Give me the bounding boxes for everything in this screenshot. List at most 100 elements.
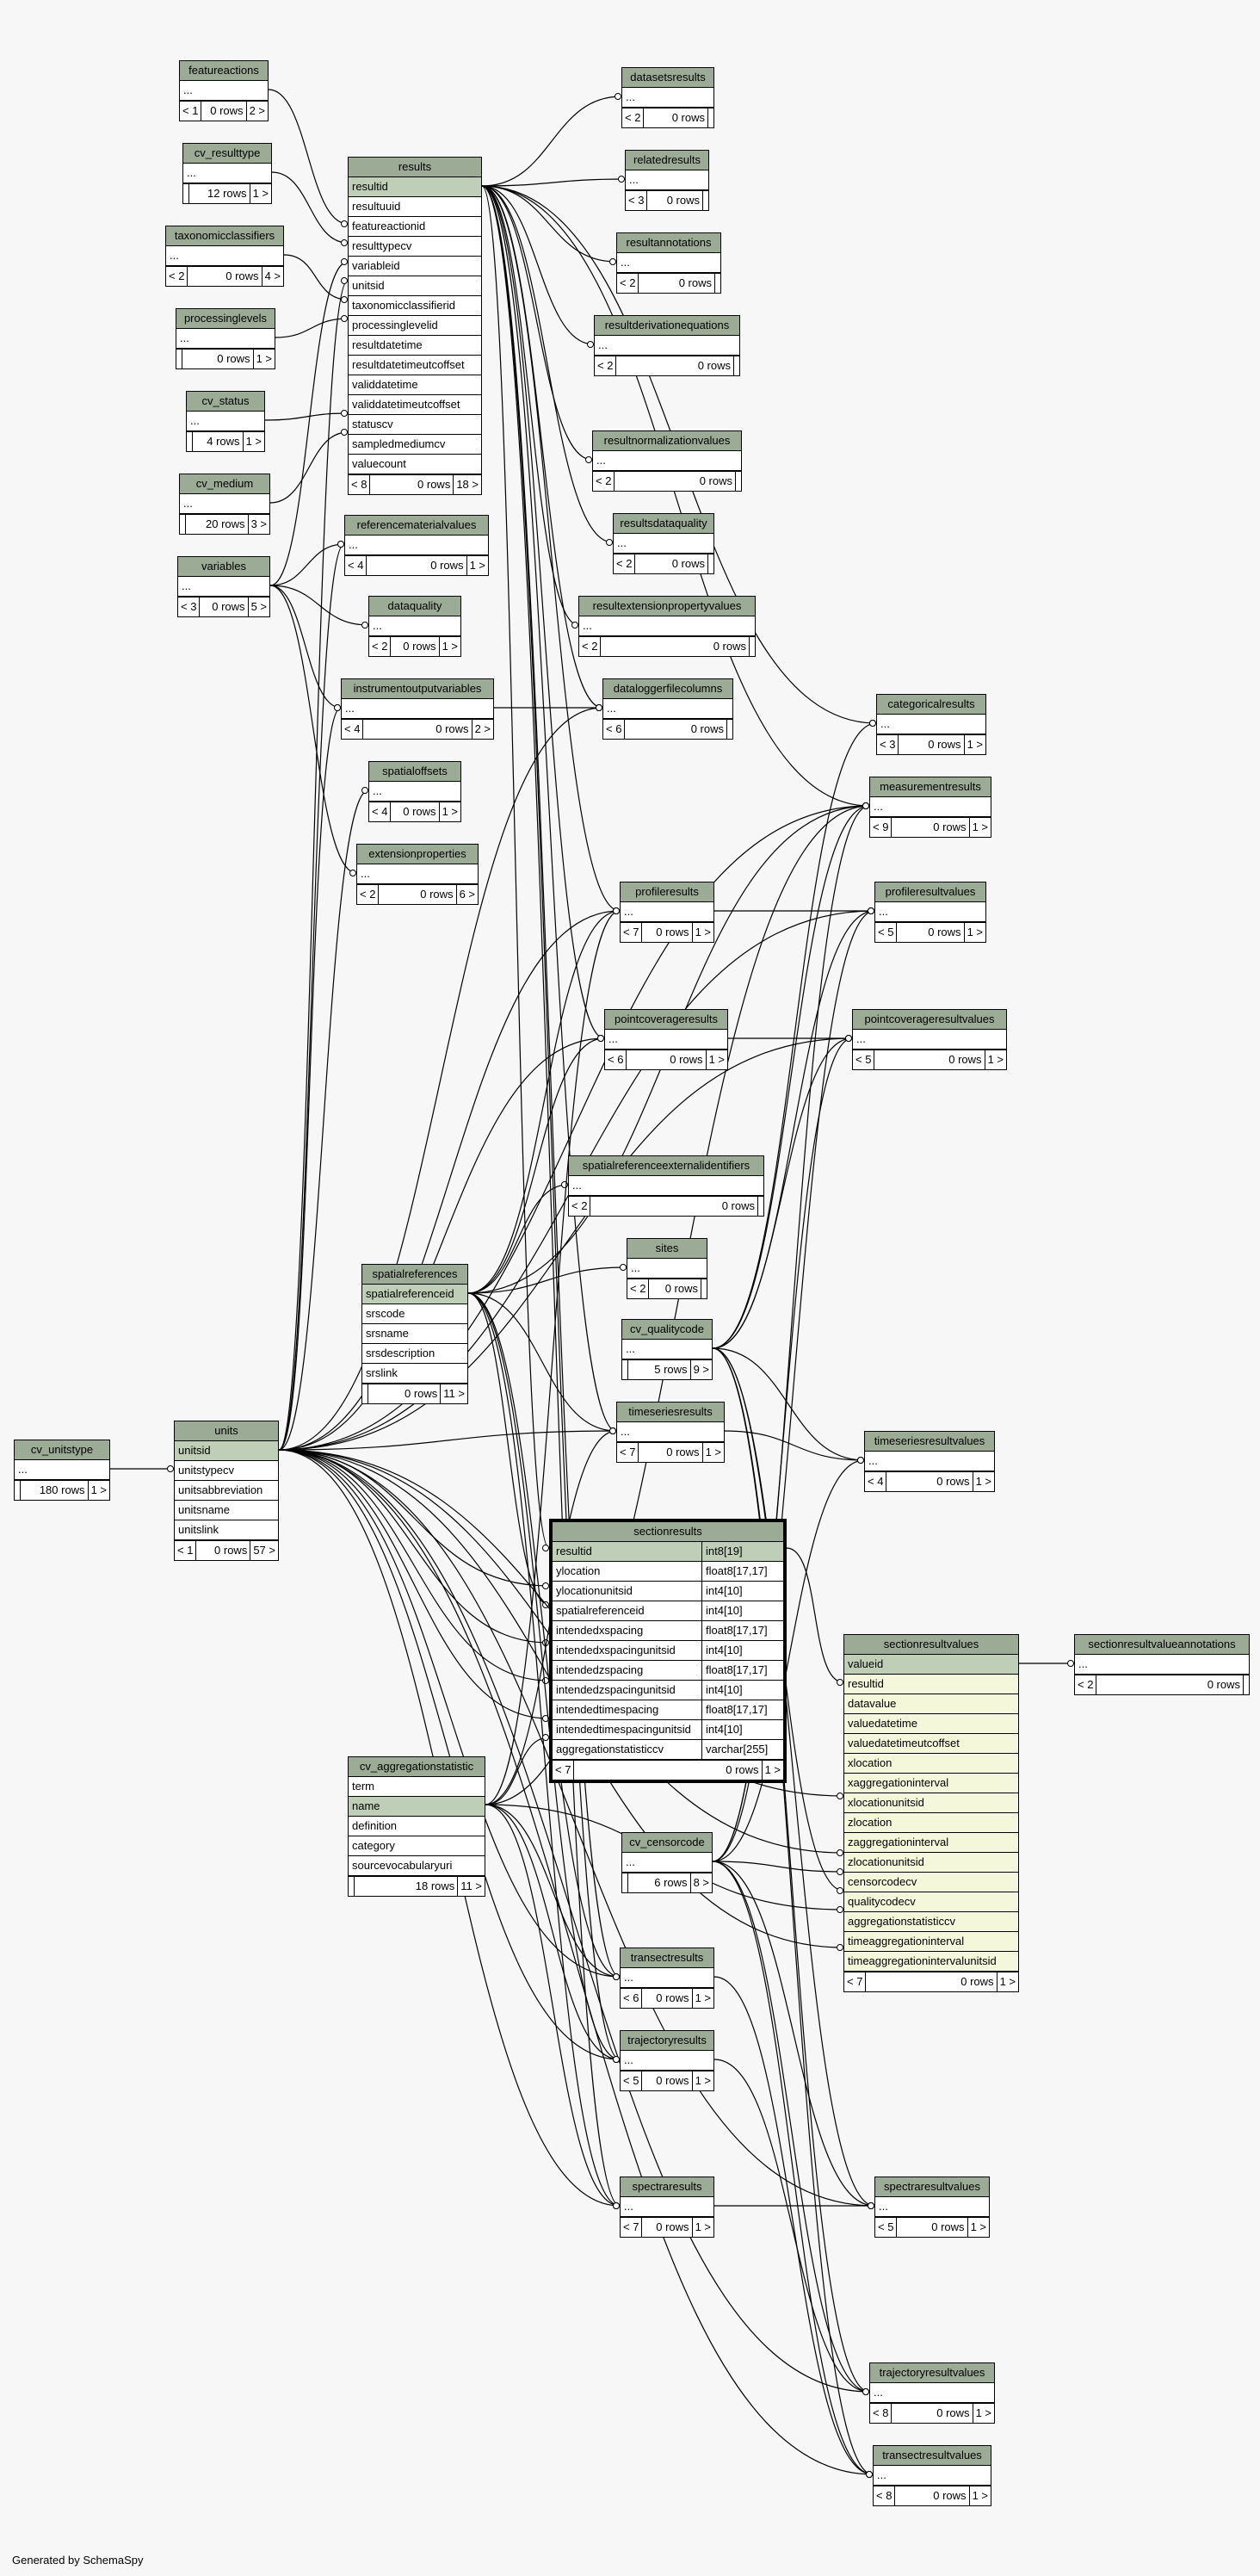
footer-parents[interactable]: < 2: [622, 108, 645, 127]
footer-parents[interactable]: [349, 1877, 355, 1896]
table-title[interactable]: cv_medium: [180, 474, 269, 494]
footer-children[interactable]: [750, 637, 755, 656]
column-row[interactable]: ...: [342, 699, 493, 719]
table-title[interactable]: units: [175, 1421, 278, 1441]
column-row[interactable]: zlocation: [844, 1813, 1018, 1833]
column-row[interactable]: ...: [870, 2383, 994, 2403]
footer-children[interactable]: 1 >: [975, 2406, 991, 2419]
column-row[interactable]: ...: [875, 902, 985, 922]
column-row[interactable]: srslink: [362, 1364, 467, 1384]
footer-parents[interactable]: < 9: [870, 818, 892, 837]
column-row[interactable]: ...: [621, 902, 713, 922]
table-title[interactable]: resultannotations: [617, 233, 720, 253]
table-title[interactable]: pointcoverageresultvalues: [853, 1010, 1006, 1030]
footer-parents[interactable]: [176, 350, 182, 368]
table-title[interactable]: spatialoffsets: [369, 762, 460, 782]
footer-children[interactable]: 1 >: [708, 1053, 725, 1066]
footer-parents[interactable]: < 6: [621, 1989, 643, 2008]
footer-children[interactable]: 1 >: [469, 559, 485, 572]
column-row[interactable]: ...: [369, 616, 460, 636]
footer-children[interactable]: 1 >: [764, 1763, 781, 1776]
column-row[interactable]: ...: [345, 536, 488, 555]
footer-children[interactable]: 1 >: [970, 2220, 986, 2233]
footer-children[interactable]: [701, 1279, 707, 1298]
footer-parents[interactable]: < 2: [369, 637, 392, 656]
column-row[interactable]: ...: [187, 412, 264, 431]
footer-parents[interactable]: < 2: [627, 1279, 650, 1298]
column-row[interactable]: unitsid: [175, 1441, 278, 1461]
footer-parents[interactable]: < 2: [614, 554, 636, 573]
footer-parents[interactable]: < 5: [621, 2071, 643, 2090]
footer-children[interactable]: [703, 191, 708, 210]
column-row[interactable]: ...: [593, 451, 741, 471]
column-row[interactable]: unitslink: [175, 1520, 278, 1540]
column-row[interactable]: ...: [853, 1030, 1006, 1050]
footer-parents[interactable]: < 5: [853, 1050, 875, 1069]
footer-parents[interactable]: < 5: [875, 2218, 898, 2237]
table-title[interactable]: datasetsresults: [622, 68, 713, 88]
table-title[interactable]: cv_censorcode: [622, 1833, 712, 1853]
footer-children[interactable]: [758, 1197, 763, 1216]
footer-children[interactable]: 1 >: [967, 926, 983, 938]
column-row[interactable]: unitsname: [175, 1501, 278, 1520]
footer-children[interactable]: 11 >: [443, 1387, 465, 1400]
table-title[interactable]: pointcoverageresults: [605, 1010, 727, 1030]
column-row[interactable]: ...: [176, 329, 275, 349]
footer-children[interactable]: 1 >: [695, 926, 711, 938]
footer-children[interactable]: 1 >: [442, 640, 458, 653]
table-title[interactable]: relatedresults: [626, 151, 708, 170]
column-row[interactable]: ...: [617, 253, 720, 273]
column-row[interactable]: ...: [621, 1968, 713, 1988]
footer-children[interactable]: 6 >: [459, 888, 475, 901]
footer-parents[interactable]: < 6: [603, 720, 626, 739]
column-row[interactable]: qualitycodecv: [844, 1892, 1018, 1912]
footer-parents[interactable]: < 2: [166, 267, 188, 286]
column-row[interactable]: name: [349, 1797, 485, 1817]
column-row[interactable]: ...: [865, 1452, 994, 1471]
table-title[interactable]: resultsdataquality: [614, 514, 713, 534]
footer-parents[interactable]: [180, 515, 186, 534]
footer-children[interactable]: 1 >: [972, 820, 988, 833]
table-title[interactable]: featureactions: [180, 61, 268, 81]
footer-parents[interactable]: < 4: [342, 720, 364, 739]
table-title[interactable]: trajectoryresults: [621, 2031, 713, 2051]
table-title[interactable]: profileresultvalues: [875, 882, 985, 902]
footer-parents[interactable]: < 4: [369, 802, 392, 821]
table-title[interactable]: instrumentoutputvariables: [342, 679, 493, 699]
column-row[interactable]: statuscv: [349, 415, 481, 435]
footer-children[interactable]: 1 >: [245, 435, 262, 448]
footer-children[interactable]: 1 >: [967, 738, 983, 751]
column-row[interactable]: ...: [614, 534, 713, 554]
column-row[interactable]: ...: [357, 864, 478, 884]
footer-parents[interactable]: < 2: [357, 885, 380, 904]
column-row[interactable]: ...: [622, 1853, 712, 1873]
column-row[interactable]: ...: [622, 1340, 712, 1359]
footer-parents[interactable]: < 2: [1075, 1675, 1097, 1694]
column-row[interactable]: category: [349, 1836, 485, 1856]
column-row[interactable]: ...: [180, 81, 268, 101]
column-row[interactable]: resultdatetimeutcoffset: [349, 356, 481, 375]
column-row[interactable]: valuecount: [349, 455, 481, 474]
column-row[interactable]: ...: [183, 164, 271, 183]
footer-children[interactable]: 5 >: [250, 600, 267, 613]
column-row[interactable]: ...: [369, 782, 460, 802]
column-row[interactable]: definition: [349, 1817, 485, 1836]
footer-parents[interactable]: < 7: [621, 923, 643, 942]
table-title[interactable]: profileresults: [621, 882, 713, 902]
footer-parents[interactable]: < 2: [617, 274, 639, 293]
table-title[interactable]: measurementresults: [870, 777, 991, 797]
footer-parents[interactable]: < 8: [874, 2486, 896, 2505]
